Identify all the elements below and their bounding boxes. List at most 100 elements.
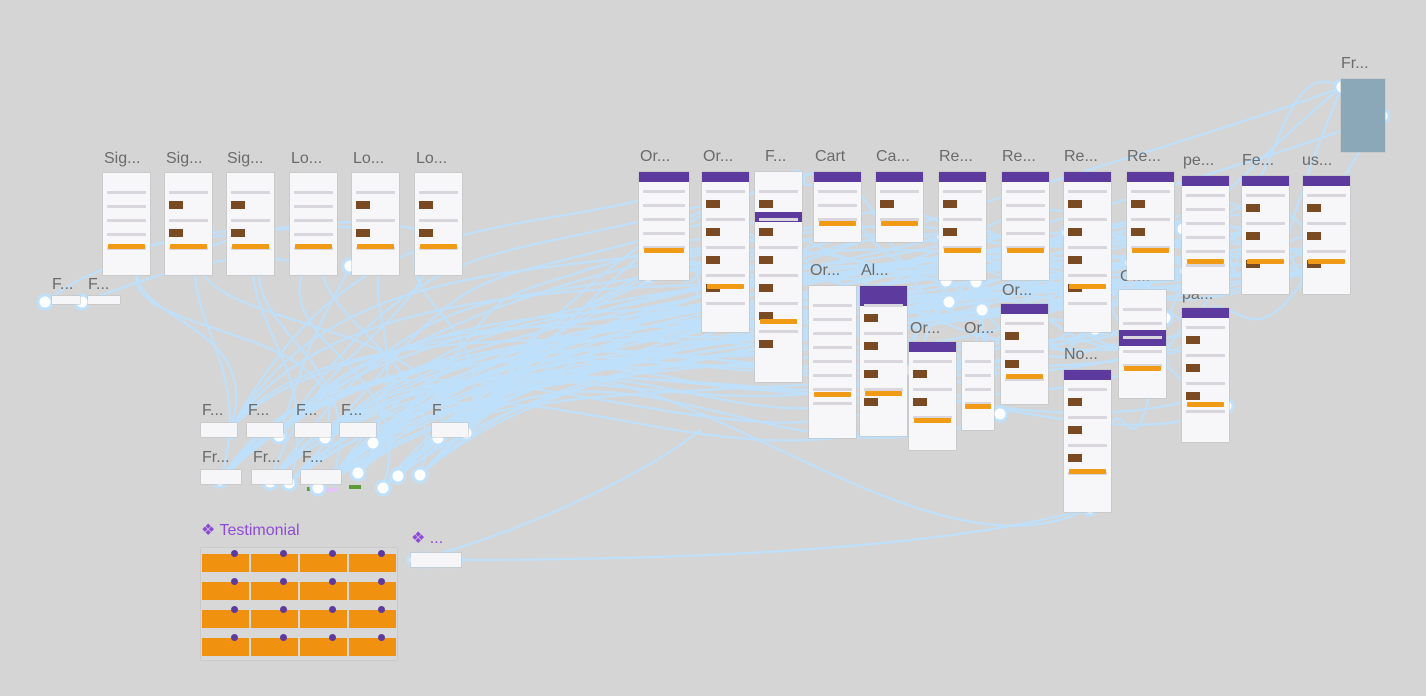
connector-handle-icon[interactable] [374,479,392,497]
primary-button[interactable] [1123,365,1162,371]
frame-pa[interactable] [1182,308,1229,442]
frame-cart[interactable] [814,172,861,242]
primary-button[interactable] [1246,258,1285,264]
frame-mr-7[interactable] [1119,290,1166,398]
primary-button[interactable] [1307,258,1346,264]
frame-label-re-2[interactable]: Re... [1002,148,1036,165]
primary-button[interactable] [759,319,798,324]
primary-button[interactable] [644,247,684,253]
frame-signup-2[interactable] [165,173,212,275]
frame-label-small-2[interactable]: F... [88,276,110,293]
frame-label-mr-3[interactable]: Or... [910,320,941,337]
frame-mr-4[interactable] [962,342,994,430]
frame-us[interactable] [1303,176,1350,294]
frame-signup-3[interactable] [227,173,274,275]
connector-handle-icon[interactable] [389,467,407,485]
frame-label-mid-2[interactable]: F... [248,402,270,419]
frame-mid-8[interactable] [301,470,341,484]
frame-mid-6[interactable] [201,470,241,484]
frame-label-cart-2[interactable]: Ca... [876,148,910,165]
component-other-label[interactable]: ❖ ... [411,530,444,547]
frame-mid-7[interactable] [252,470,292,484]
frame-label-fe[interactable]: Fe... [1242,152,1275,169]
primary-button[interactable] [1068,469,1107,475]
frame-label-us[interactable]: us... [1302,152,1333,169]
frame-mid-2[interactable] [247,423,283,437]
frame-label-corner[interactable]: Fr... [1341,55,1369,72]
component-testimonial-label[interactable]: ❖ Testimonial [201,522,300,539]
frame-mid-3[interactable] [295,423,331,437]
frame-label-signup-1[interactable]: Sig... [104,150,141,167]
frame-food[interactable] [755,172,802,382]
primary-button[interactable] [1068,284,1107,289]
frame-label-food[interactable]: F... [765,148,787,165]
primary-button[interactable] [356,244,395,250]
frame-label-order-1[interactable]: Or... [640,148,671,165]
primary-button[interactable] [1131,247,1170,253]
frame-fe[interactable] [1242,176,1289,294]
primary-button[interactable] [1186,401,1225,407]
primary-button[interactable] [1186,258,1225,264]
primary-button[interactable] [965,403,991,409]
frame-re-2[interactable] [1002,172,1049,280]
frame-label-signup-2[interactable]: Sig... [166,150,203,167]
connector-handle-icon[interactable] [411,466,429,484]
connector-handle-icon[interactable] [973,301,991,319]
frame-label-mr-1[interactable]: Or... [810,262,841,279]
frame-order-1[interactable] [639,172,689,280]
frame-mr-5[interactable] [1001,304,1048,404]
frame-login-2[interactable] [352,173,399,275]
frame-mid-5[interactable] [432,423,468,437]
frame-mid-1[interactable] [201,423,237,437]
frame-notifications[interactable] [1064,370,1111,512]
connector-handle-icon[interactable] [991,405,1009,423]
primary-button[interactable] [864,391,903,396]
primary-button[interactable] [913,417,952,423]
primary-button[interactable] [294,244,333,250]
frame-label-mid-7[interactable]: Fr... [253,449,281,466]
frame-label-signup-3[interactable]: Sig... [227,150,264,167]
frame-signup-1[interactable] [103,173,150,275]
frame-small-1[interactable] [52,296,80,304]
frame-label-mid-1[interactable]: F... [202,402,224,419]
frame-label-login-1[interactable]: Lo... [291,150,323,167]
connector-handle-icon[interactable] [940,293,958,311]
frame-mid-4[interactable] [340,423,376,437]
frame-login-3[interactable] [415,173,462,275]
primary-button[interactable] [107,244,146,250]
frame-label-mr-5[interactable]: Or... [1002,282,1033,299]
frame-re-1[interactable] [939,172,986,280]
frame-order-2[interactable] [702,172,749,332]
frame-small-2[interactable] [88,296,120,304]
connector-handle-icon[interactable] [349,464,367,482]
connector-handle-icon[interactable] [36,293,54,311]
frame-re-3[interactable] [1064,172,1111,332]
primary-button[interactable] [706,284,745,289]
primary-button[interactable] [818,221,857,226]
frame-label-cart[interactable]: Cart [815,148,846,165]
primary-button[interactable] [231,244,270,250]
frame-re-4[interactable] [1127,172,1174,280]
component-testimonial[interactable] [201,548,397,660]
primary-button[interactable] [943,247,982,253]
frame-mr-2[interactable] [860,286,907,436]
frame-label-mid-6[interactable]: Fr... [202,449,230,466]
frame-label-re-4[interactable]: Re... [1127,148,1161,165]
frame-label-re-1[interactable]: Re... [939,148,973,165]
frame-label-small-1[interactable]: F... [52,276,74,293]
primary-button[interactable] [813,392,852,398]
frame-label-mid-3[interactable]: F... [296,402,318,419]
connector-handle-icon[interactable] [364,434,382,452]
frame-label-login-2[interactable]: Lo... [353,150,385,167]
frame-label-notifications[interactable]: No... [1064,346,1098,363]
primary-button[interactable] [880,221,919,226]
frame-login-1[interactable] [290,173,337,275]
frame-label-re-3[interactable]: Re... [1064,148,1098,165]
frame-label-mid-4[interactable]: F... [341,402,363,419]
frame-mr-3[interactable] [909,342,956,450]
frame-label-pe[interactable]: pe... [1183,152,1215,169]
frame-cart-2[interactable] [876,172,923,242]
frame-label-order-2[interactable]: Or... [703,148,734,165]
frame-label-login-3[interactable]: Lo... [416,150,448,167]
frame-label-mr-2[interactable]: Al... [861,262,889,279]
